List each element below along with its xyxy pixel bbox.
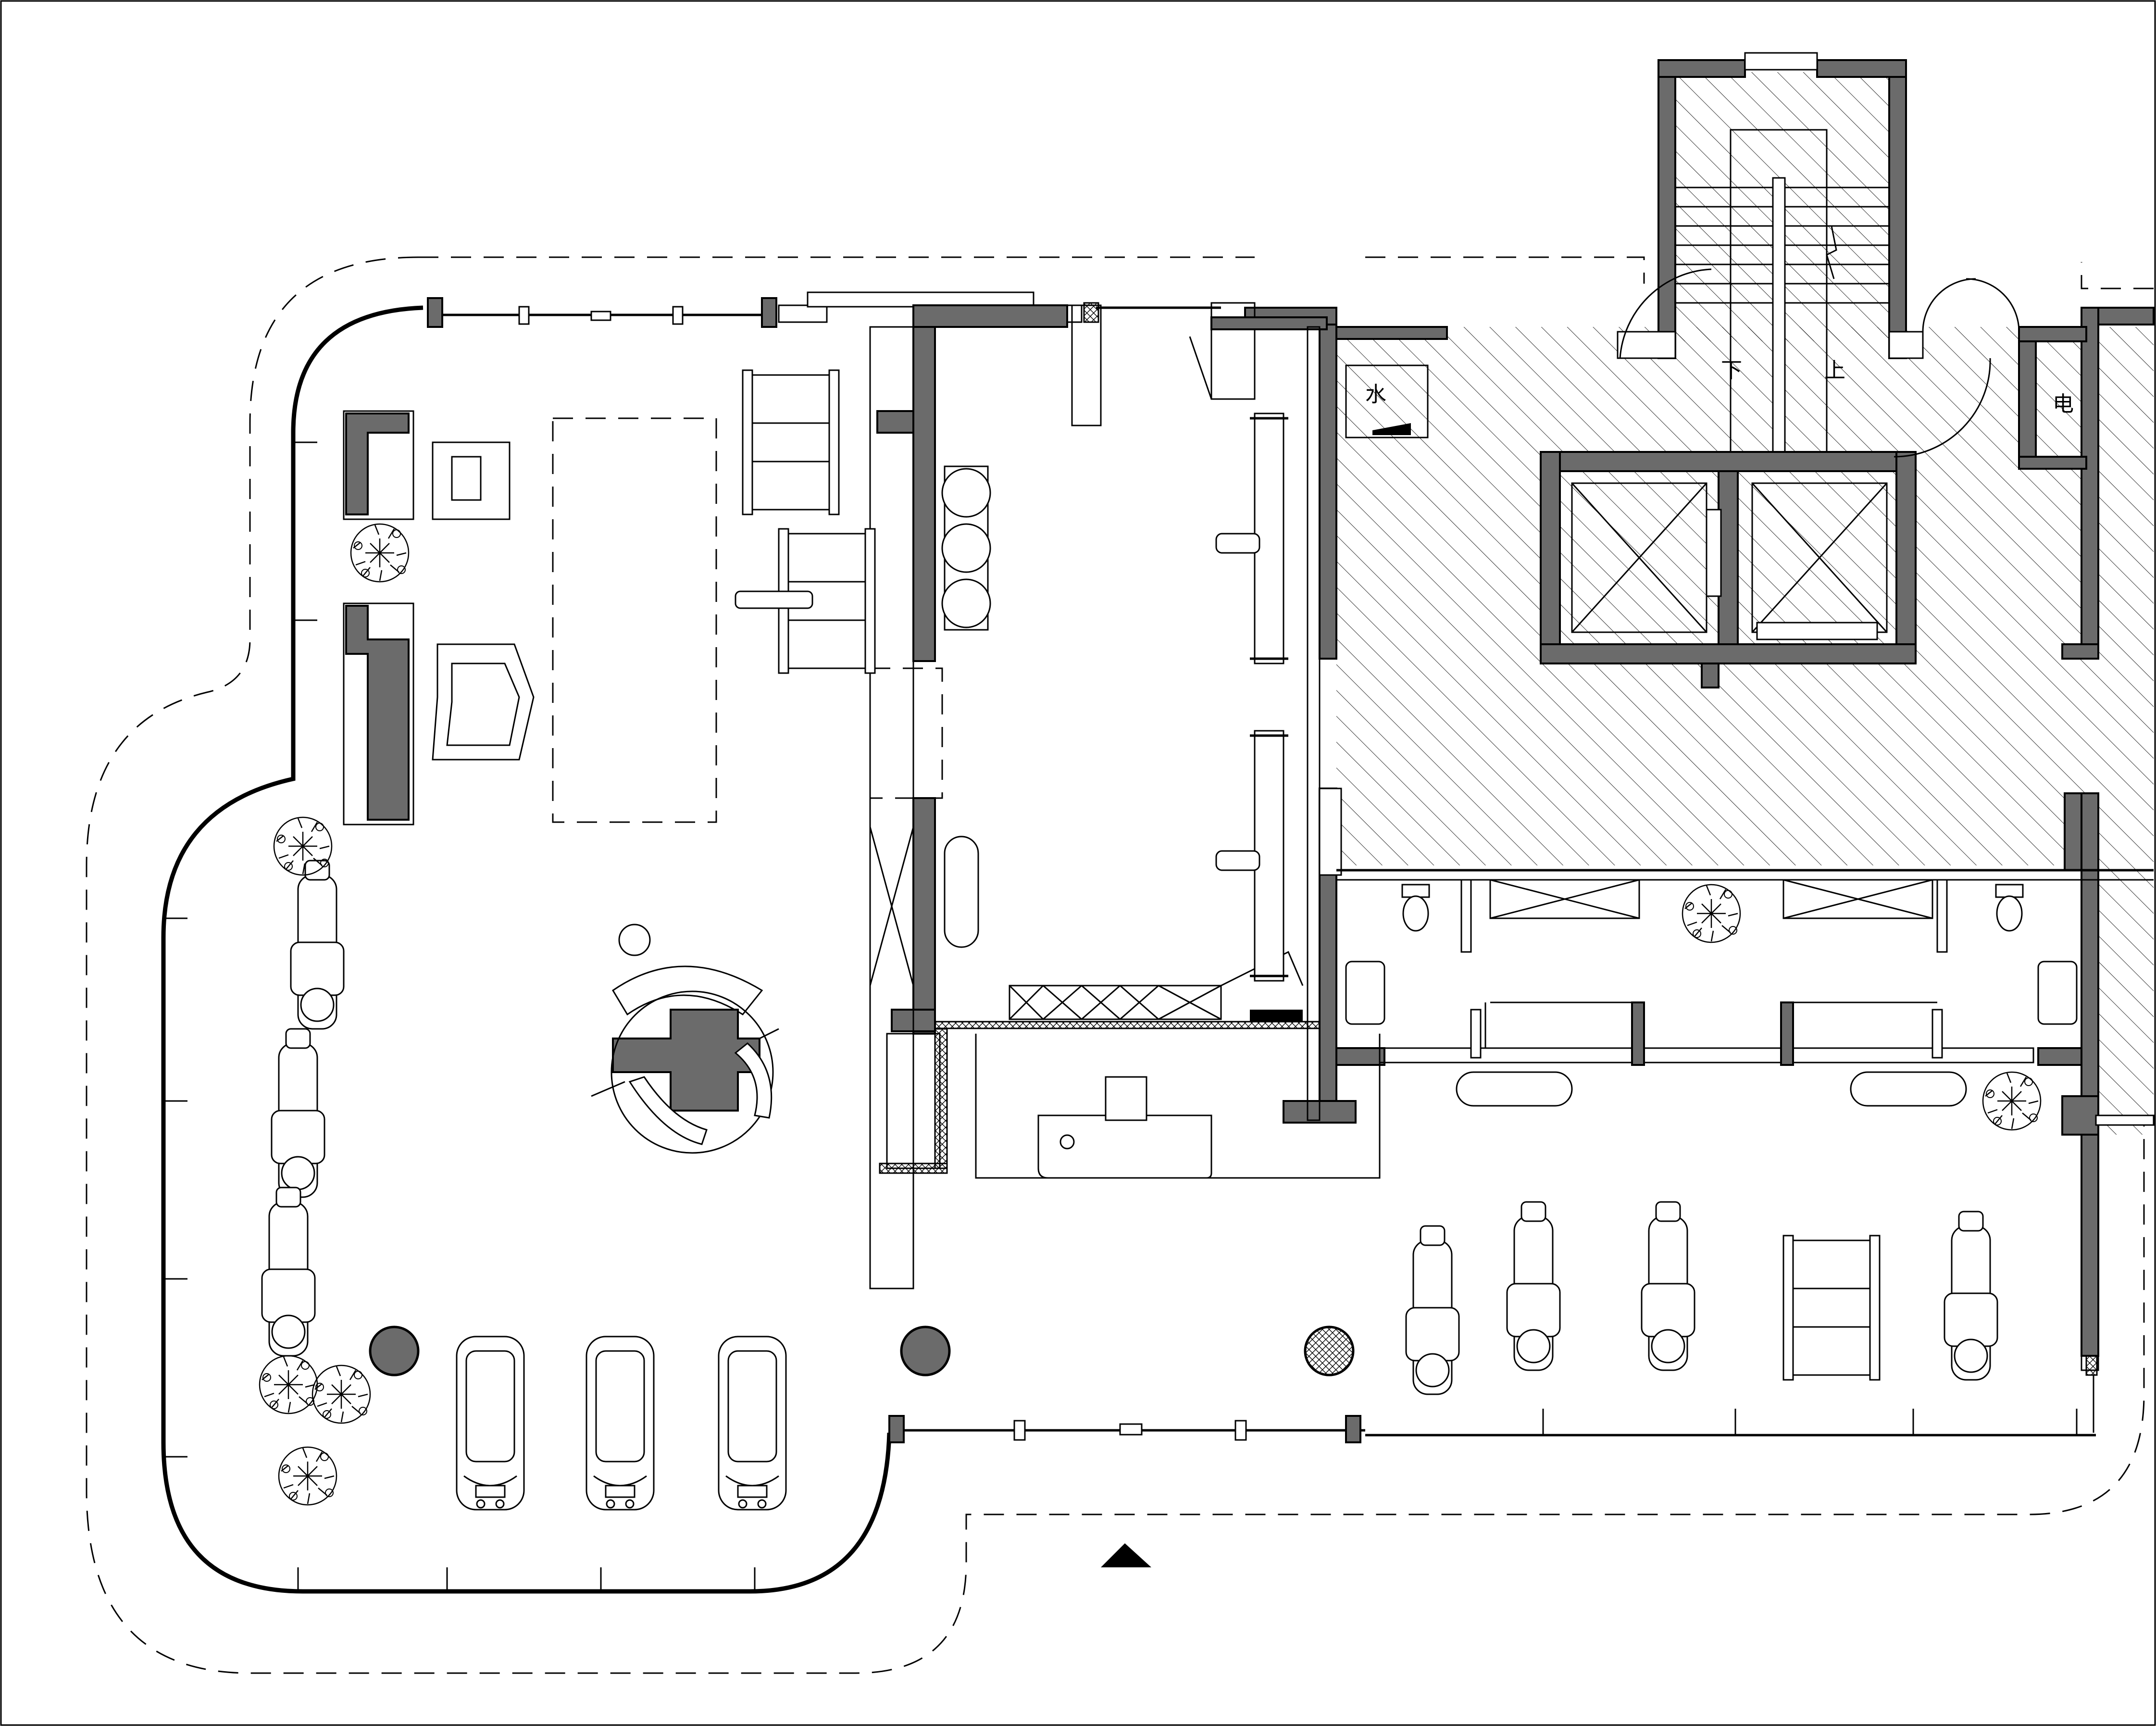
electric-room-label: 电 — [2053, 392, 2074, 416]
core-wall-west — [1319, 307, 1337, 660]
site-boundary-outline — [86, 256, 2145, 1674]
stretching-mat-area — [552, 417, 717, 823]
elevator-shafts — [1540, 451, 1917, 688]
door-swing-icon — [1619, 268, 1712, 359]
wall-cabinet-strip — [1009, 985, 1222, 1020]
stair-down-label: 下 — [1721, 358, 1742, 383]
tree-icon — [350, 523, 410, 583]
core-hatch-area — [1336, 327, 2154, 865]
stair-wall-west — [1658, 59, 1676, 359]
stair-up-label: 上 — [1824, 358, 1845, 383]
round-column — [369, 1326, 420, 1376]
bench-press — [1216, 413, 1288, 663]
curved-glass-facade — [161, 305, 892, 1594]
water-room-label: 水 — [1365, 382, 1386, 407]
toilet-icon — [1401, 884, 1430, 932]
treadmill — [456, 1336, 525, 1511]
site-boundary-top — [418, 256, 2154, 289]
entrance-arrow-icon — [1101, 1543, 1151, 1567]
office-desk — [591, 924, 779, 1154]
water-room — [1345, 364, 1429, 438]
sink-icon — [1345, 961, 1385, 1025]
